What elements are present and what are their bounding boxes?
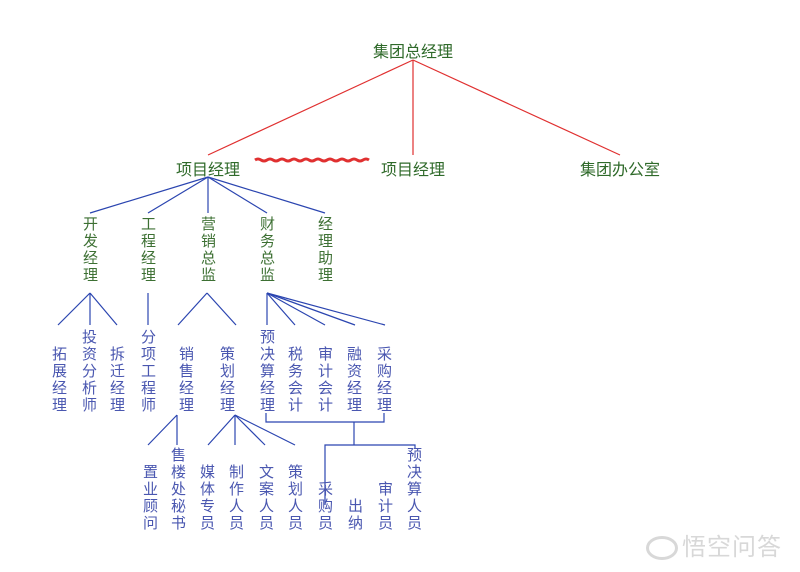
node-property-consultant: 置业顾问 xyxy=(141,464,159,532)
node-audit-accountant: 审计会计 xyxy=(316,346,334,414)
line-root-office xyxy=(412,59,621,156)
node-development-manager: 开发经理 xyxy=(81,216,99,284)
node-investment-analyst: 投资分析师 xyxy=(80,329,98,414)
node-copywriter: 文案人员 xyxy=(257,464,275,532)
node-production-staff: 制作人员 xyxy=(227,464,245,532)
wavy-link-pm1-pm2 xyxy=(254,157,370,163)
node-engineering-manager: 工程经理 xyxy=(139,216,157,284)
red-connectors xyxy=(207,59,621,163)
node-sales-manager: 销售经理 xyxy=(177,346,195,414)
node-project-manager-2: 项目经理 xyxy=(380,160,446,179)
node-tax-accountant: 税务会计 xyxy=(286,346,304,414)
node-budget-staff: 预决算人员 xyxy=(405,447,423,532)
node-purchasing-manager: 采购经理 xyxy=(375,346,393,414)
node-demolition-manager: 拆迁经理 xyxy=(108,346,126,414)
node-media-specialist: 媒体专员 xyxy=(198,464,216,532)
line-root-pm1 xyxy=(207,59,414,156)
watermark-text: 悟空问答 xyxy=(682,533,782,561)
node-auditor: 审计员 xyxy=(376,481,394,532)
node-planner: 策划人员 xyxy=(286,464,304,532)
node-sub-engineer: 分项工程师 xyxy=(139,329,157,414)
watermark: 悟空问答 xyxy=(646,527,782,562)
node-financing-manager: 融资经理 xyxy=(345,346,363,414)
node-expansion-manager: 拓展经理 xyxy=(50,346,68,414)
node-budget-manager: 预决算经理 xyxy=(258,329,276,414)
node-group-ceo: 集团总经理 xyxy=(372,42,454,61)
blue-connectors xyxy=(57,176,416,505)
watermark-logo-icon xyxy=(646,536,678,560)
node-finance-director: 财务总监 xyxy=(258,216,276,284)
node-marketing-director: 营销总监 xyxy=(199,216,217,284)
node-project-manager-1: 项目经理 xyxy=(175,160,241,179)
node-group-office: 集团办公室 xyxy=(579,160,661,179)
node-cashier: 出纳 xyxy=(346,498,364,532)
node-assistant-manager: 经理助理 xyxy=(316,216,334,284)
node-sales-office-secretary: 售楼处秘书 xyxy=(169,447,187,532)
node-planning-manager: 策划经理 xyxy=(218,346,236,414)
node-purchaser: 采购员 xyxy=(316,481,334,532)
